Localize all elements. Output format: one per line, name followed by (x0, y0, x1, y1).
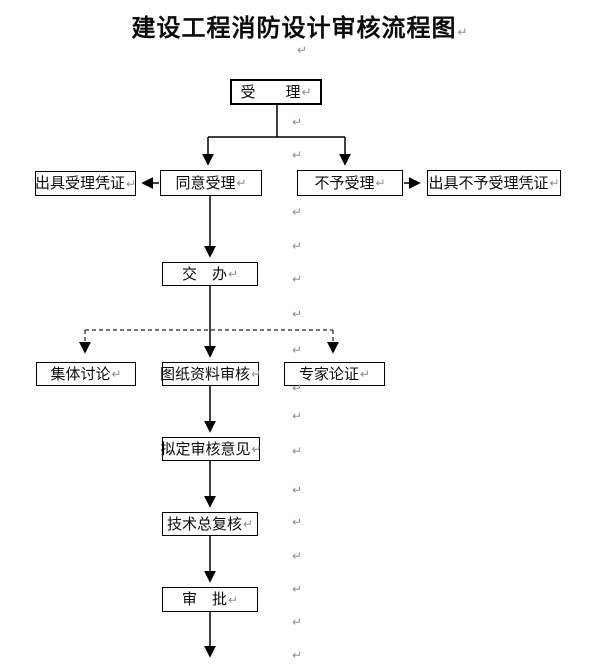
paragraph-mark: ↵ (111, 367, 122, 381)
page-title: 建设工程消防设计审核流程图↵ (0, 8, 600, 43)
paragraph-mark: ↵ (297, 43, 308, 57)
node-label: 专家论证 (298, 365, 359, 383)
paragraph-mark: ↵ (292, 582, 303, 596)
node-label: 出具不予受理凭证 (428, 174, 549, 192)
node-accept: 受 理↵ (230, 79, 322, 105)
paragraph-mark: ↵ (292, 272, 303, 286)
paragraph-mark: ↵ (292, 115, 303, 129)
node-technical-final-check: 技术总复核↵ (162, 512, 258, 536)
node-draft-review-opinion: 拟定审核意见↵ (160, 437, 262, 461)
node-drawing-review: 图纸资料审核↵ (159, 362, 262, 386)
paragraph-mark: ↵ (292, 444, 303, 458)
node-expert-demonstration: 专家论证↵ (284, 362, 385, 386)
node-issue-accept-receipt: 出具受理凭证↵ (35, 171, 136, 196)
paragraph-mark: ↵ (549, 176, 560, 190)
node-label: 出具受理凭证 (34, 175, 125, 192)
node-label: 图纸资料审核 (159, 365, 250, 383)
paragraph-mark: ↵ (242, 517, 254, 531)
paragraph-mark: ↵ (292, 205, 303, 219)
paragraph-mark: ↵ (292, 615, 303, 629)
paragraph-mark: ↵ (292, 483, 303, 497)
paragraph-mark: ↵ (236, 176, 247, 190)
paragraph-mark: ↵ (292, 343, 303, 357)
paragraph-mark: ↵ (457, 25, 469, 39)
node-issue-refusal-receipt: 出具不予受理凭证↵ (427, 170, 561, 196)
paragraph-mark: ↵ (292, 148, 303, 162)
node-label: 拟定审核意见 (160, 440, 251, 458)
paragraph-mark: ↵ (292, 648, 303, 662)
node-label: 技术总复核 (166, 515, 242, 533)
paragraph-mark: ↵ (292, 239, 303, 253)
node-approval: 审 批↵ (162, 587, 258, 612)
node-refuse-accept: 不予受理↵ (297, 170, 403, 196)
node-label: 交 办 (181, 265, 227, 283)
paragraph-mark: ↵ (375, 176, 386, 190)
node-assign: 交 办↵ (162, 262, 258, 286)
paragraph-mark: ↵ (227, 592, 239, 607)
node-label: 审 批 (181, 591, 227, 608)
paragraph-mark: ↵ (301, 85, 312, 99)
paragraph-mark: ↵ (250, 367, 262, 381)
paragraph-mark: ↵ (227, 267, 239, 281)
paragraph-mark: ↵ (251, 442, 262, 456)
node-label: 不予受理 (314, 174, 375, 192)
paragraph-mark: ↵ (292, 515, 303, 529)
node-label: 同意受理 (175, 174, 236, 192)
node-label: 集体讨论 (50, 365, 111, 383)
node-label: 受 理 (240, 83, 301, 101)
paragraph-mark: ↵ (292, 409, 303, 423)
paragraph-mark: ↵ (292, 381, 303, 395)
node-agree-accept: 同意受理↵ (160, 170, 262, 196)
paragraph-mark: ↵ (292, 549, 303, 563)
paragraph-mark: ↵ (292, 307, 303, 321)
page-title-text: 建设工程消防设计审核流程图 (131, 15, 457, 42)
node-group-discussion: 集体讨论↵ (36, 362, 136, 386)
paragraph-mark: ↵ (359, 367, 371, 381)
paragraph-mark: ↵ (125, 176, 137, 191)
